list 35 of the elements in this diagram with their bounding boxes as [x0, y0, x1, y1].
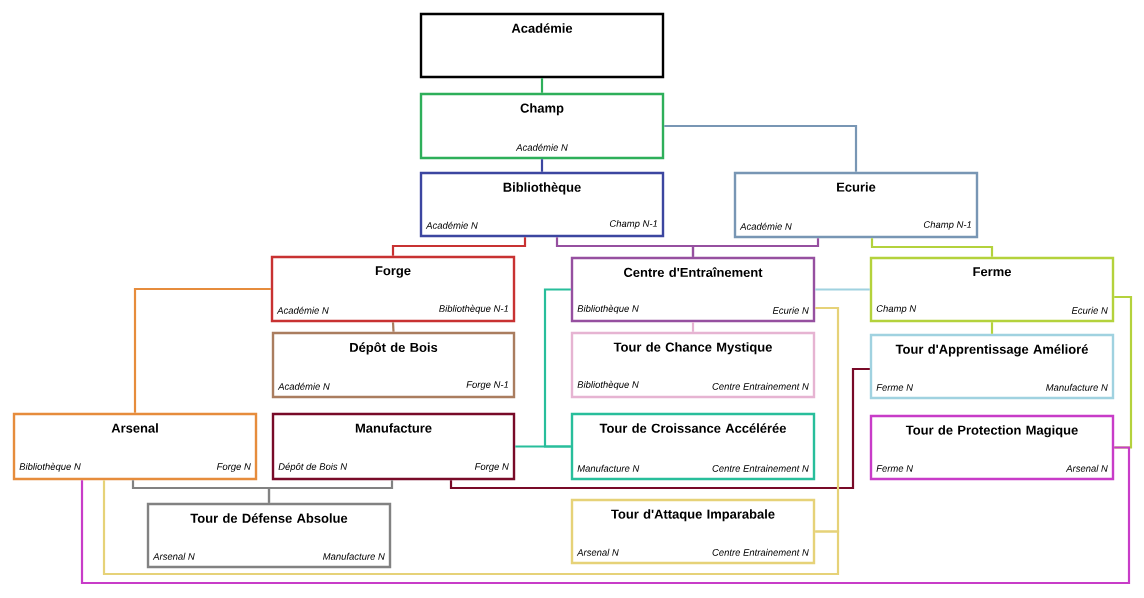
building-box: Tour d'Apprentissage Amélioré Ferme N Manufacture N: [869, 333, 1115, 400]
building-box: Ferme Champ N Ecurie N: [869, 256, 1115, 323]
building-box: Dépôt de Bois Académie N Forge N-1: [271, 331, 516, 399]
building-box: Champ Académie N: [419, 92, 665, 160]
building-box: Arsenal Bibliothèque N Forge N: [12, 412, 258, 481]
connector-line: [540, 78, 544, 93]
connector-line: [691, 238, 820, 257]
connector-line: [449, 367, 870, 490]
building-box: Tour d'Attaque Imparabale Arsenal N Centre Entrainement N: [570, 498, 816, 565]
connector-line: [691, 322, 695, 332]
connector-line: [102, 480, 840, 576]
building-box: Centre d'Entraînement Bibliothèque N Ecurie N: [570, 256, 816, 323]
connector-line: [815, 306, 840, 533]
building-box: Tour de Défense Absolue Arsenal N Manufacture N: [146, 502, 392, 569]
building-box: Tour de Protection Magique Ferme N Arsenal N: [869, 414, 1115, 481]
connector-line: [540, 159, 544, 172]
connector-line: [391, 322, 395, 332]
connector-line: [391, 237, 527, 256]
connector-line: [515, 445, 571, 448]
connector-line: [870, 238, 994, 257]
building-box: Académie: [419, 12, 665, 79]
connector-line: [1114, 295, 1133, 449]
connector-line: [664, 124, 858, 172]
building-box: Bibliothèque Académie N Champ N-1: [419, 171, 665, 238]
building-box: Manufacture Dépôt de Bois N Forge N: [271, 412, 516, 481]
connector-line: [543, 288, 571, 448]
connector-line: [990, 322, 994, 334]
connector-line: [815, 288, 870, 291]
building-box: Ecurie Académie N Champ N-1: [733, 171, 979, 239]
building-box: Tour de Croissance Accélérée Manufacture N Centre Entrainement N: [570, 412, 816, 481]
connector-line: [80, 446, 1131, 585]
building-box: Tour de Chance Mystique Bibliothèque N Centre Entrainement N: [570, 331, 816, 399]
connector-line: [267, 480, 394, 503]
building-box: Forge Académie N Bibliothèque N-1: [270, 255, 516, 323]
connector-line: [133, 287, 271, 413]
